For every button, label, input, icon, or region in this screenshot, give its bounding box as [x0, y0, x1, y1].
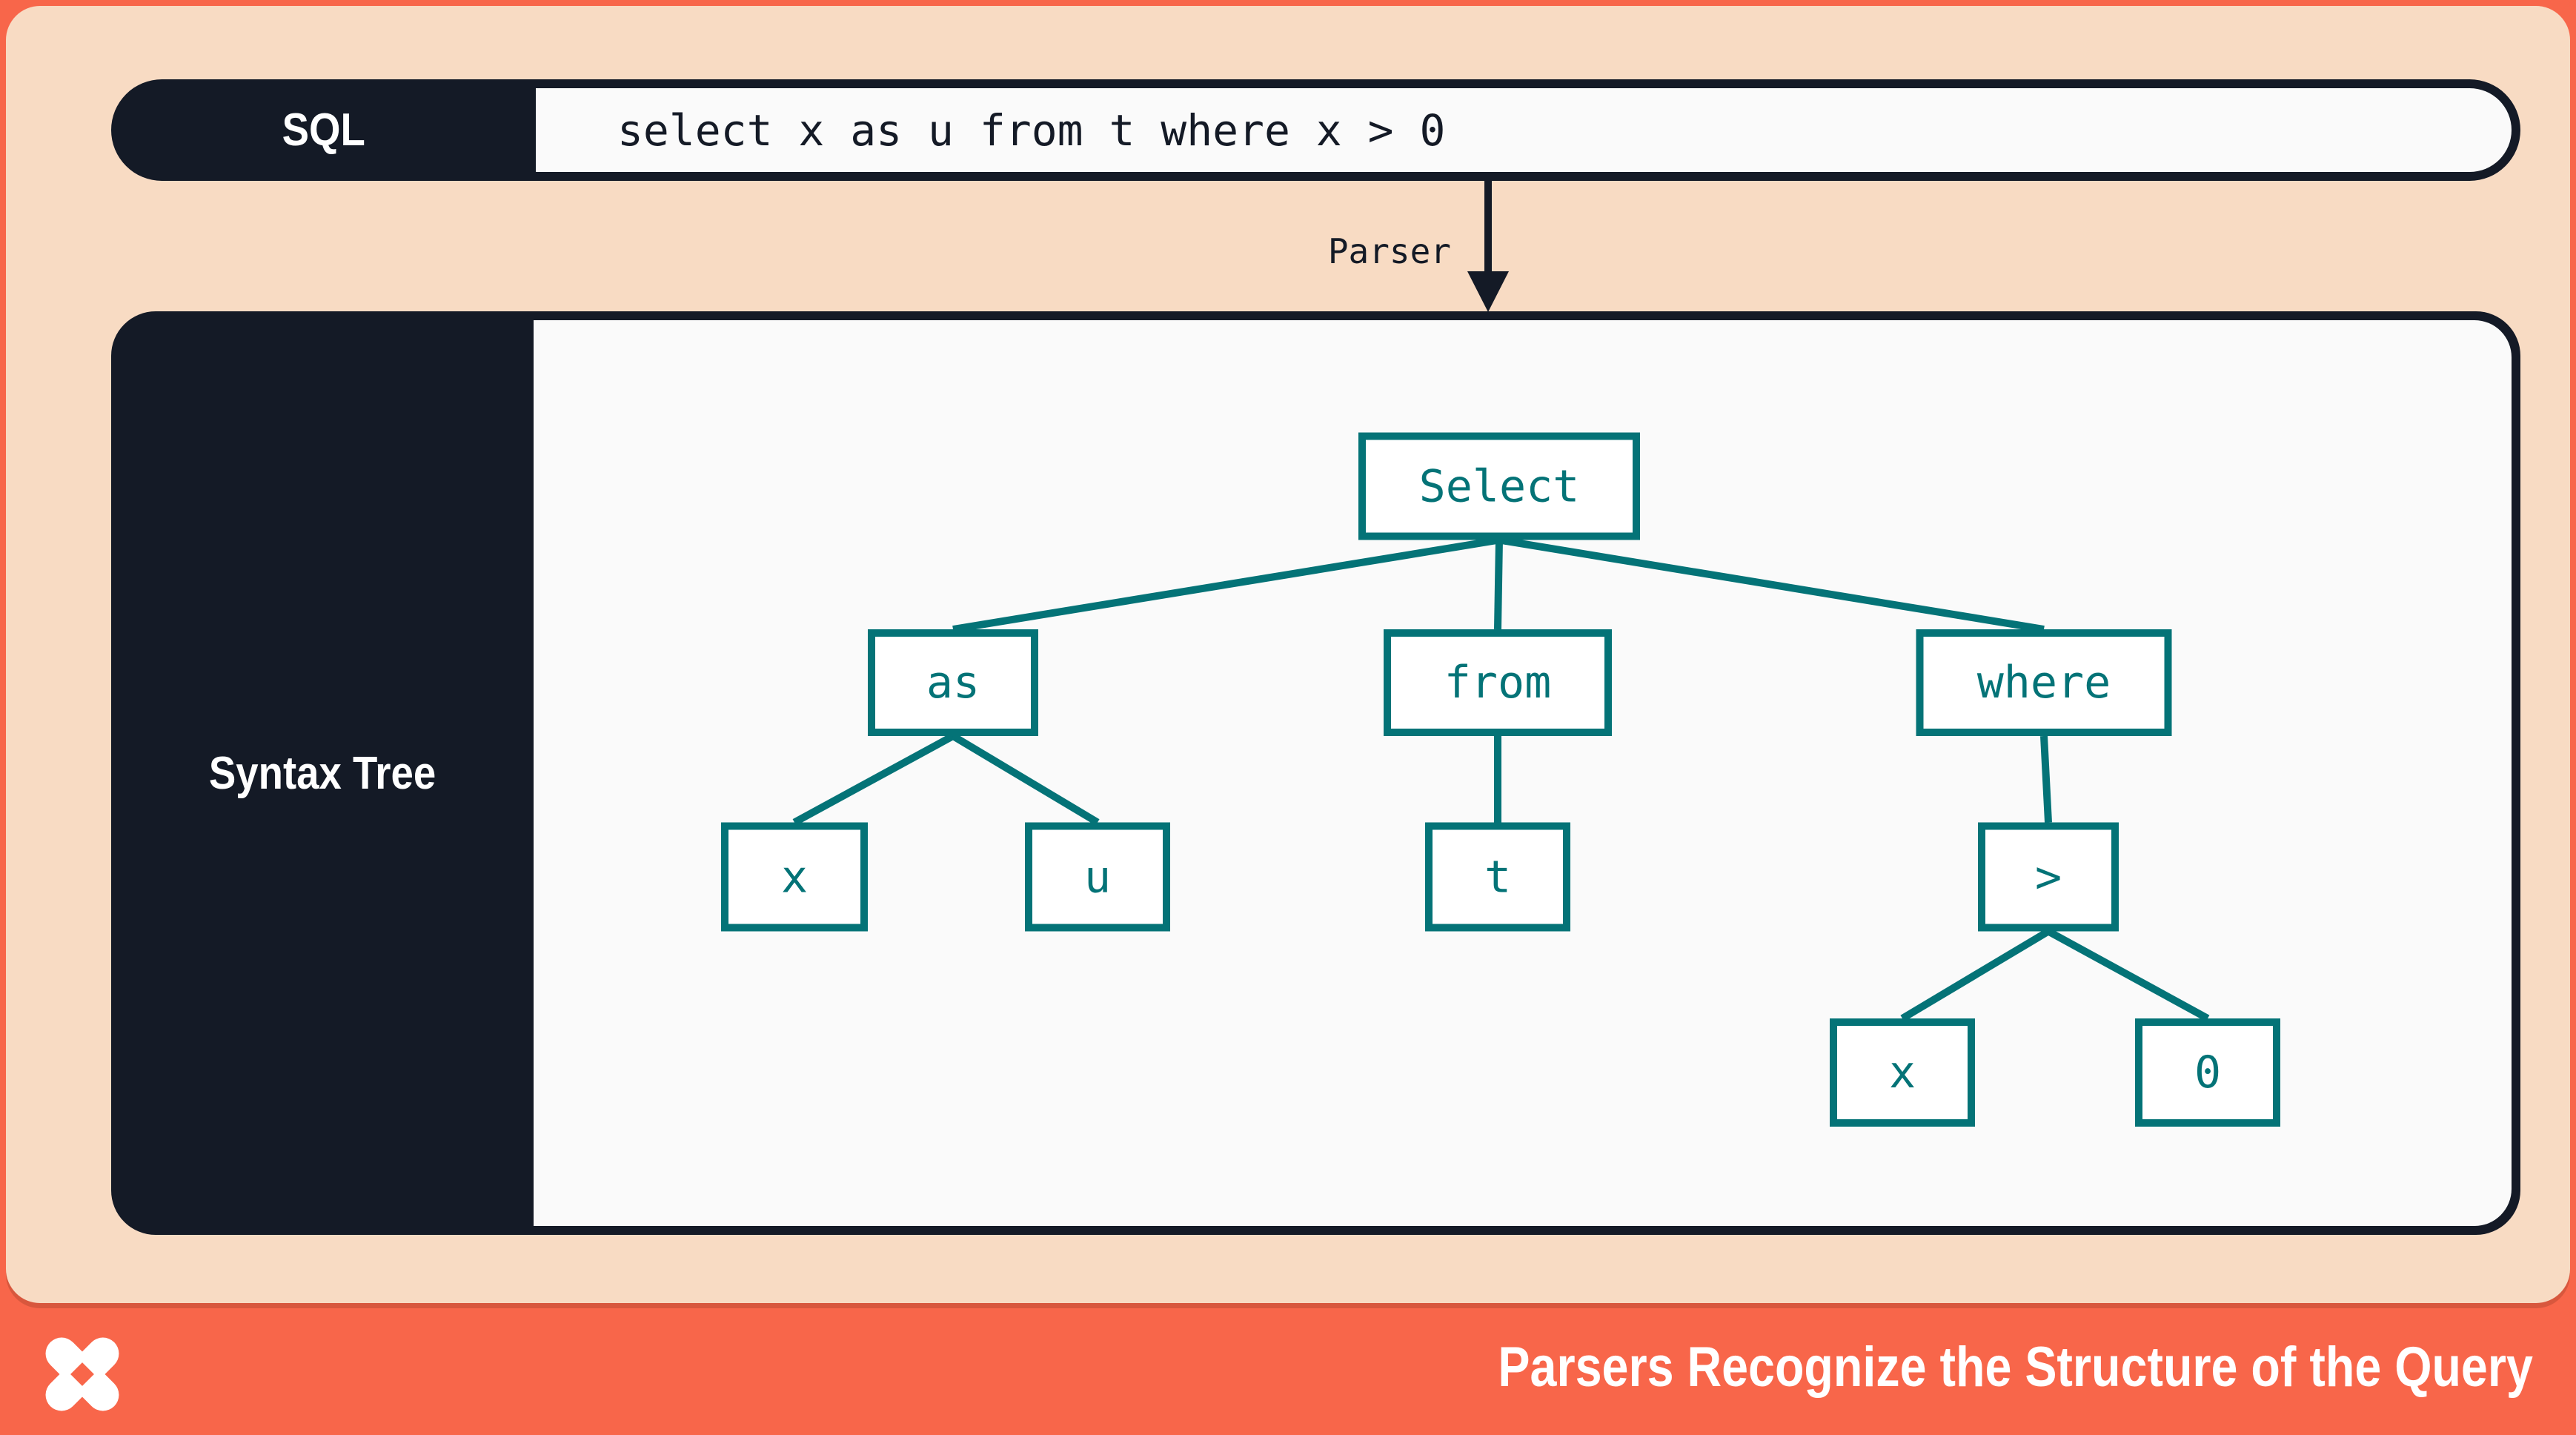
sql-bar: SQL select x as u from t where x > 0: [111, 79, 2520, 181]
tree-node-from: from: [1384, 629, 1612, 736]
tree-edges: [792, 536, 2210, 1022]
footer-title: Parsers Recognize the Structure of the Q…: [1498, 1336, 2533, 1399]
tree-edge-as-x1: [792, 732, 955, 826]
sql-code-area: select x as u from t where x > 0: [536, 88, 2512, 172]
tree-node-x2: x: [1830, 1018, 1975, 1127]
tree-node-t: t: [1425, 822, 1570, 932]
tree-node-zero: 0: [2135, 1018, 2280, 1127]
tree-edge-as-u: [951, 732, 1100, 826]
tree-node-gt: >: [1978, 822, 2119, 932]
tree-edge-select-from: [1494, 540, 1503, 630]
slide-body-panel: SQL select x as u from t where x > 0 Par…: [6, 6, 2570, 1303]
tree-node-select: Select: [1358, 432, 1640, 540]
sql-bar-label-area: SQL: [111, 79, 536, 181]
syntax-tree-title: Syntax Tree: [208, 747, 436, 799]
sql-bar-label: SQL: [282, 105, 365, 156]
tree-node-as: as: [868, 629, 1038, 736]
tree-node-where: where: [1916, 629, 2172, 736]
sql-query-text: select x as u from t where x > 0: [617, 105, 1446, 156]
tree-edge-select-where: [1498, 536, 2045, 633]
parser-label: Parser: [1327, 231, 1451, 271]
tree-edge-where-gt: [2040, 735, 2052, 823]
tree-node-x1: x: [721, 822, 868, 932]
tree-edge-gt-zero: [2046, 928, 2210, 1022]
tree-edge-select-as: [952, 536, 1500, 633]
syntax-tree-sidebar: Syntax Tree: [111, 311, 534, 1235]
x-star-logo-icon: [45, 1337, 119, 1411]
tree-node-u: u: [1025, 822, 1170, 932]
down-arrow-icon: [1467, 181, 1509, 312]
tree-edge-gt-x2: [1900, 928, 2051, 1022]
